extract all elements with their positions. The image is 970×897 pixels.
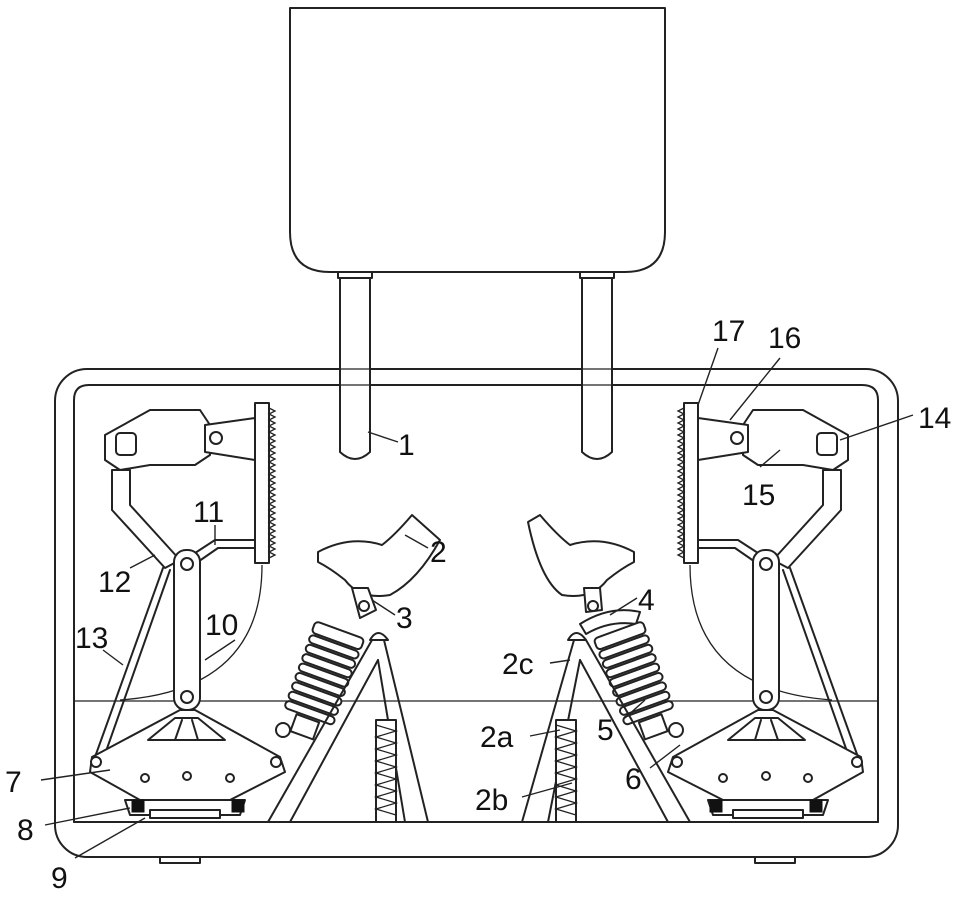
center-left-assembly — [268, 515, 440, 822]
label-1: 1 — [398, 429, 415, 462]
label-6: 6 — [625, 763, 642, 796]
top-container — [290, 8, 665, 278]
center-right-assembly — [522, 515, 690, 822]
spring-left — [277, 621, 364, 744]
label-7: 7 — [5, 766, 22, 799]
label-5: 5 — [597, 714, 614, 747]
label-2a: 2a — [480, 721, 514, 754]
right-mechanism — [668, 403, 863, 818]
label-9: 9 — [51, 862, 68, 895]
label-2b: 2b — [475, 784, 508, 817]
label-2c: 2c — [502, 648, 534, 681]
support-rod-right — [582, 278, 612, 459]
label-8: 8 — [17, 814, 34, 847]
support-rod-left — [340, 278, 370, 459]
label-16: 16 — [768, 322, 801, 355]
label-12: 12 — [98, 566, 131, 599]
label-10: 10 — [205, 609, 238, 642]
label-3: 3 — [396, 602, 413, 635]
label-15: 15 — [742, 479, 775, 512]
label-11: 11 — [193, 496, 224, 529]
label-13: 13 — [75, 622, 108, 655]
left-mechanism — [90, 403, 285, 818]
label-4: 4 — [638, 584, 655, 617]
label-2: 2 — [430, 536, 447, 569]
label-14: 14 — [918, 402, 951, 435]
label-17: 17 — [712, 315, 745, 348]
